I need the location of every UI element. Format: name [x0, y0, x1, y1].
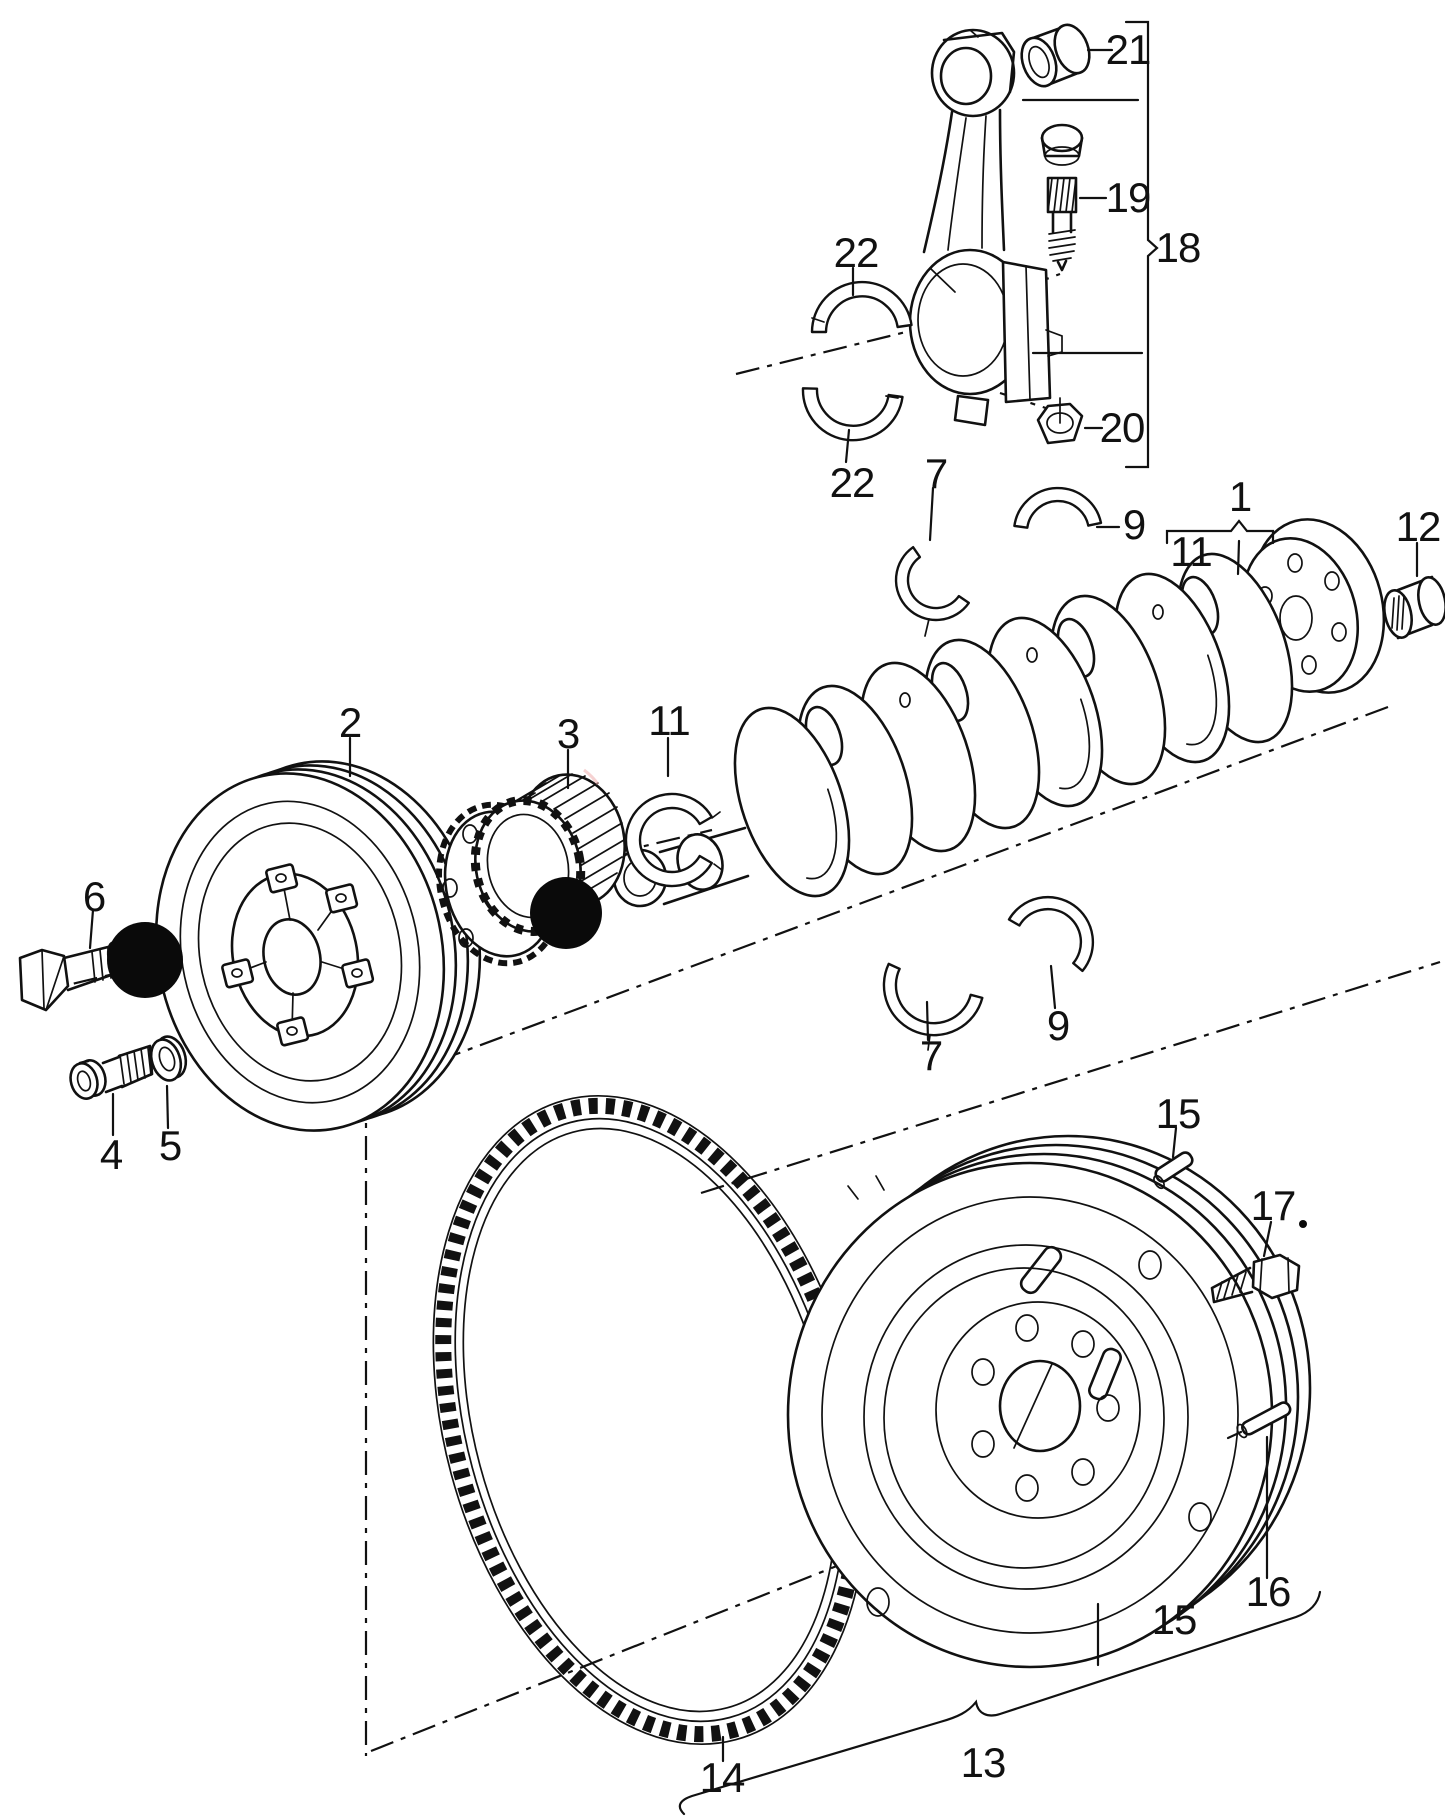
flywheel	[786, 1134, 1312, 1669]
big-end-bearing-shells	[801, 280, 913, 442]
callout-22-top: 22	[834, 229, 879, 276]
callout-19: 19	[1106, 174, 1151, 221]
thrust-washer-ring	[624, 792, 723, 888]
callout-18: 18	[1156, 224, 1201, 271]
callout-7-upper: 7	[925, 450, 947, 497]
range-brace-13	[678, 1590, 1322, 1816]
connecting-rod-bolt	[1040, 123, 1084, 272]
filled-marker-dot	[530, 877, 602, 949]
callout-2: 2	[339, 699, 361, 746]
range-bracket-1	[1165, 519, 1275, 576]
connecting-rod-nut	[1036, 397, 1084, 445]
pulley-lug	[276, 1016, 310, 1047]
pulley-lug	[265, 863, 299, 894]
callout-9-lower: 9	[1047, 1002, 1069, 1049]
pulley-lug	[325, 883, 359, 914]
marker-dots	[107, 877, 1307, 1228]
piston-pin-bushing	[1020, 23, 1091, 88]
callout-3: 3	[557, 710, 579, 757]
callout-22-bottom: 22	[830, 459, 875, 506]
callouts: 21 19 18 20 22 22 7 9 1 11 12 2 3 11 6 4…	[83, 26, 1442, 1801]
callout-14: 14	[700, 1754, 745, 1801]
callout-15-bottom: 15	[1152, 1596, 1197, 1643]
callout-12: 12	[1396, 503, 1441, 550]
callout-11-left: 11	[648, 697, 690, 744]
leader-lines	[88, 48, 1419, 1763]
callout-1: 1	[1229, 473, 1251, 520]
callout-21: 21	[1106, 26, 1151, 73]
callout-15-top: 15	[1156, 1090, 1201, 1137]
callout-7-lower: 7	[920, 1032, 942, 1079]
crankshaft	[612, 518, 1386, 908]
pilot-bearing	[1383, 575, 1445, 640]
dowel-pin-top	[1153, 1151, 1194, 1190]
main-bearing-shell-upper-9	[1013, 486, 1103, 529]
filled-marker-dot	[107, 922, 183, 998]
callout-13: 13	[961, 1739, 1006, 1786]
bolt-washer	[149, 1035, 188, 1082]
main-bearing-shell-upper-7	[894, 546, 970, 637]
assembly-bracket-18	[1021, 20, 1159, 469]
callout-9-upper: 9	[1123, 501, 1145, 548]
main-bearing-shell-lower-9	[1007, 896, 1095, 973]
dowel-pin-right	[1226, 1401, 1292, 1440]
scan-artifact	[583, 768, 600, 785]
callout-11-right: 11	[1170, 528, 1212, 575]
callout-20: 20	[1100, 404, 1145, 451]
callout-17: 17	[1251, 1182, 1296, 1229]
callout-4: 4	[100, 1131, 123, 1178]
connecting-rod	[908, 28, 1063, 427]
pulley-lug	[221, 958, 255, 989]
callout-6: 6	[83, 873, 105, 920]
callout-5: 5	[159, 1122, 181, 1169]
flywheel-bolt	[1210, 1253, 1301, 1304]
pulley-lug	[341, 958, 375, 989]
callout-16: 16	[1246, 1568, 1291, 1615]
main-bearing-shell-lower-7	[882, 962, 984, 1051]
filled-marker-dot	[1299, 1220, 1307, 1228]
damper-pulley	[154, 760, 482, 1132]
pulley-bolt	[69, 1044, 154, 1100]
